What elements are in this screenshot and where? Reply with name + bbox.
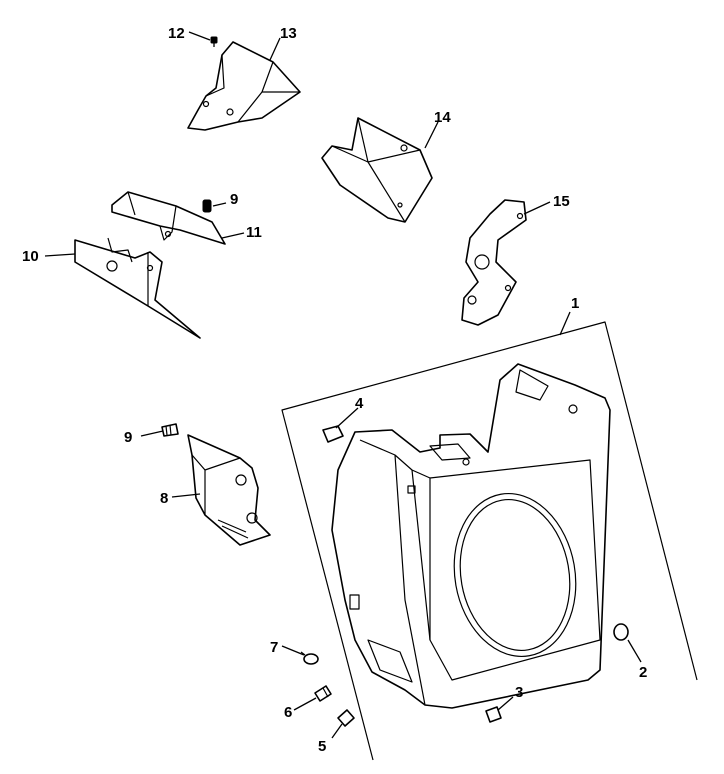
part-9-screw-lower bbox=[161, 423, 179, 437]
part-13-shroud bbox=[187, 41, 301, 131]
callout-13: 13 bbox=[280, 25, 297, 42]
part-10-shroud bbox=[74, 237, 201, 339]
callout-2: 2 bbox=[639, 664, 647, 681]
callout-8: 8 bbox=[160, 490, 168, 507]
part-11-bracket bbox=[111, 191, 226, 245]
callout-14: 14 bbox=[434, 109, 451, 126]
part-7-screw bbox=[300, 651, 319, 665]
callout-12: 12 bbox=[168, 25, 185, 42]
callout-6: 6 bbox=[284, 704, 292, 721]
part-5-nut bbox=[337, 709, 355, 727]
assembly-1-boundary bbox=[281, 321, 698, 761]
callout-15: 15 bbox=[553, 193, 570, 210]
leader-lines bbox=[44, 31, 642, 739]
part-8-baffle bbox=[187, 434, 271, 546]
callout-9-upper: 9 bbox=[230, 191, 238, 208]
callout-9-lower: 9 bbox=[124, 429, 132, 446]
part-4-nut bbox=[322, 425, 344, 443]
part-2-plug bbox=[613, 623, 629, 641]
callouts: 12 13 14 9 11 10 15 1 4 9 8 7 6 5 3 2 bbox=[22, 25, 647, 755]
part-15-baffle bbox=[461, 199, 527, 326]
callout-4: 4 bbox=[355, 395, 364, 412]
part-12-screw bbox=[210, 36, 218, 47]
callout-7: 7 bbox=[270, 639, 278, 656]
part-14-shroud bbox=[321, 117, 433, 223]
part-9-screw-upper bbox=[202, 199, 212, 213]
callout-11: 11 bbox=[246, 224, 262, 241]
part-6-screw bbox=[314, 685, 332, 702]
callout-10: 10 bbox=[22, 248, 39, 265]
part-3-nut bbox=[485, 706, 502, 723]
callout-5: 5 bbox=[318, 738, 326, 755]
part-1-blower-housing bbox=[331, 363, 611, 709]
callout-1: 1 bbox=[571, 295, 579, 312]
callout-3: 3 bbox=[515, 684, 523, 701]
